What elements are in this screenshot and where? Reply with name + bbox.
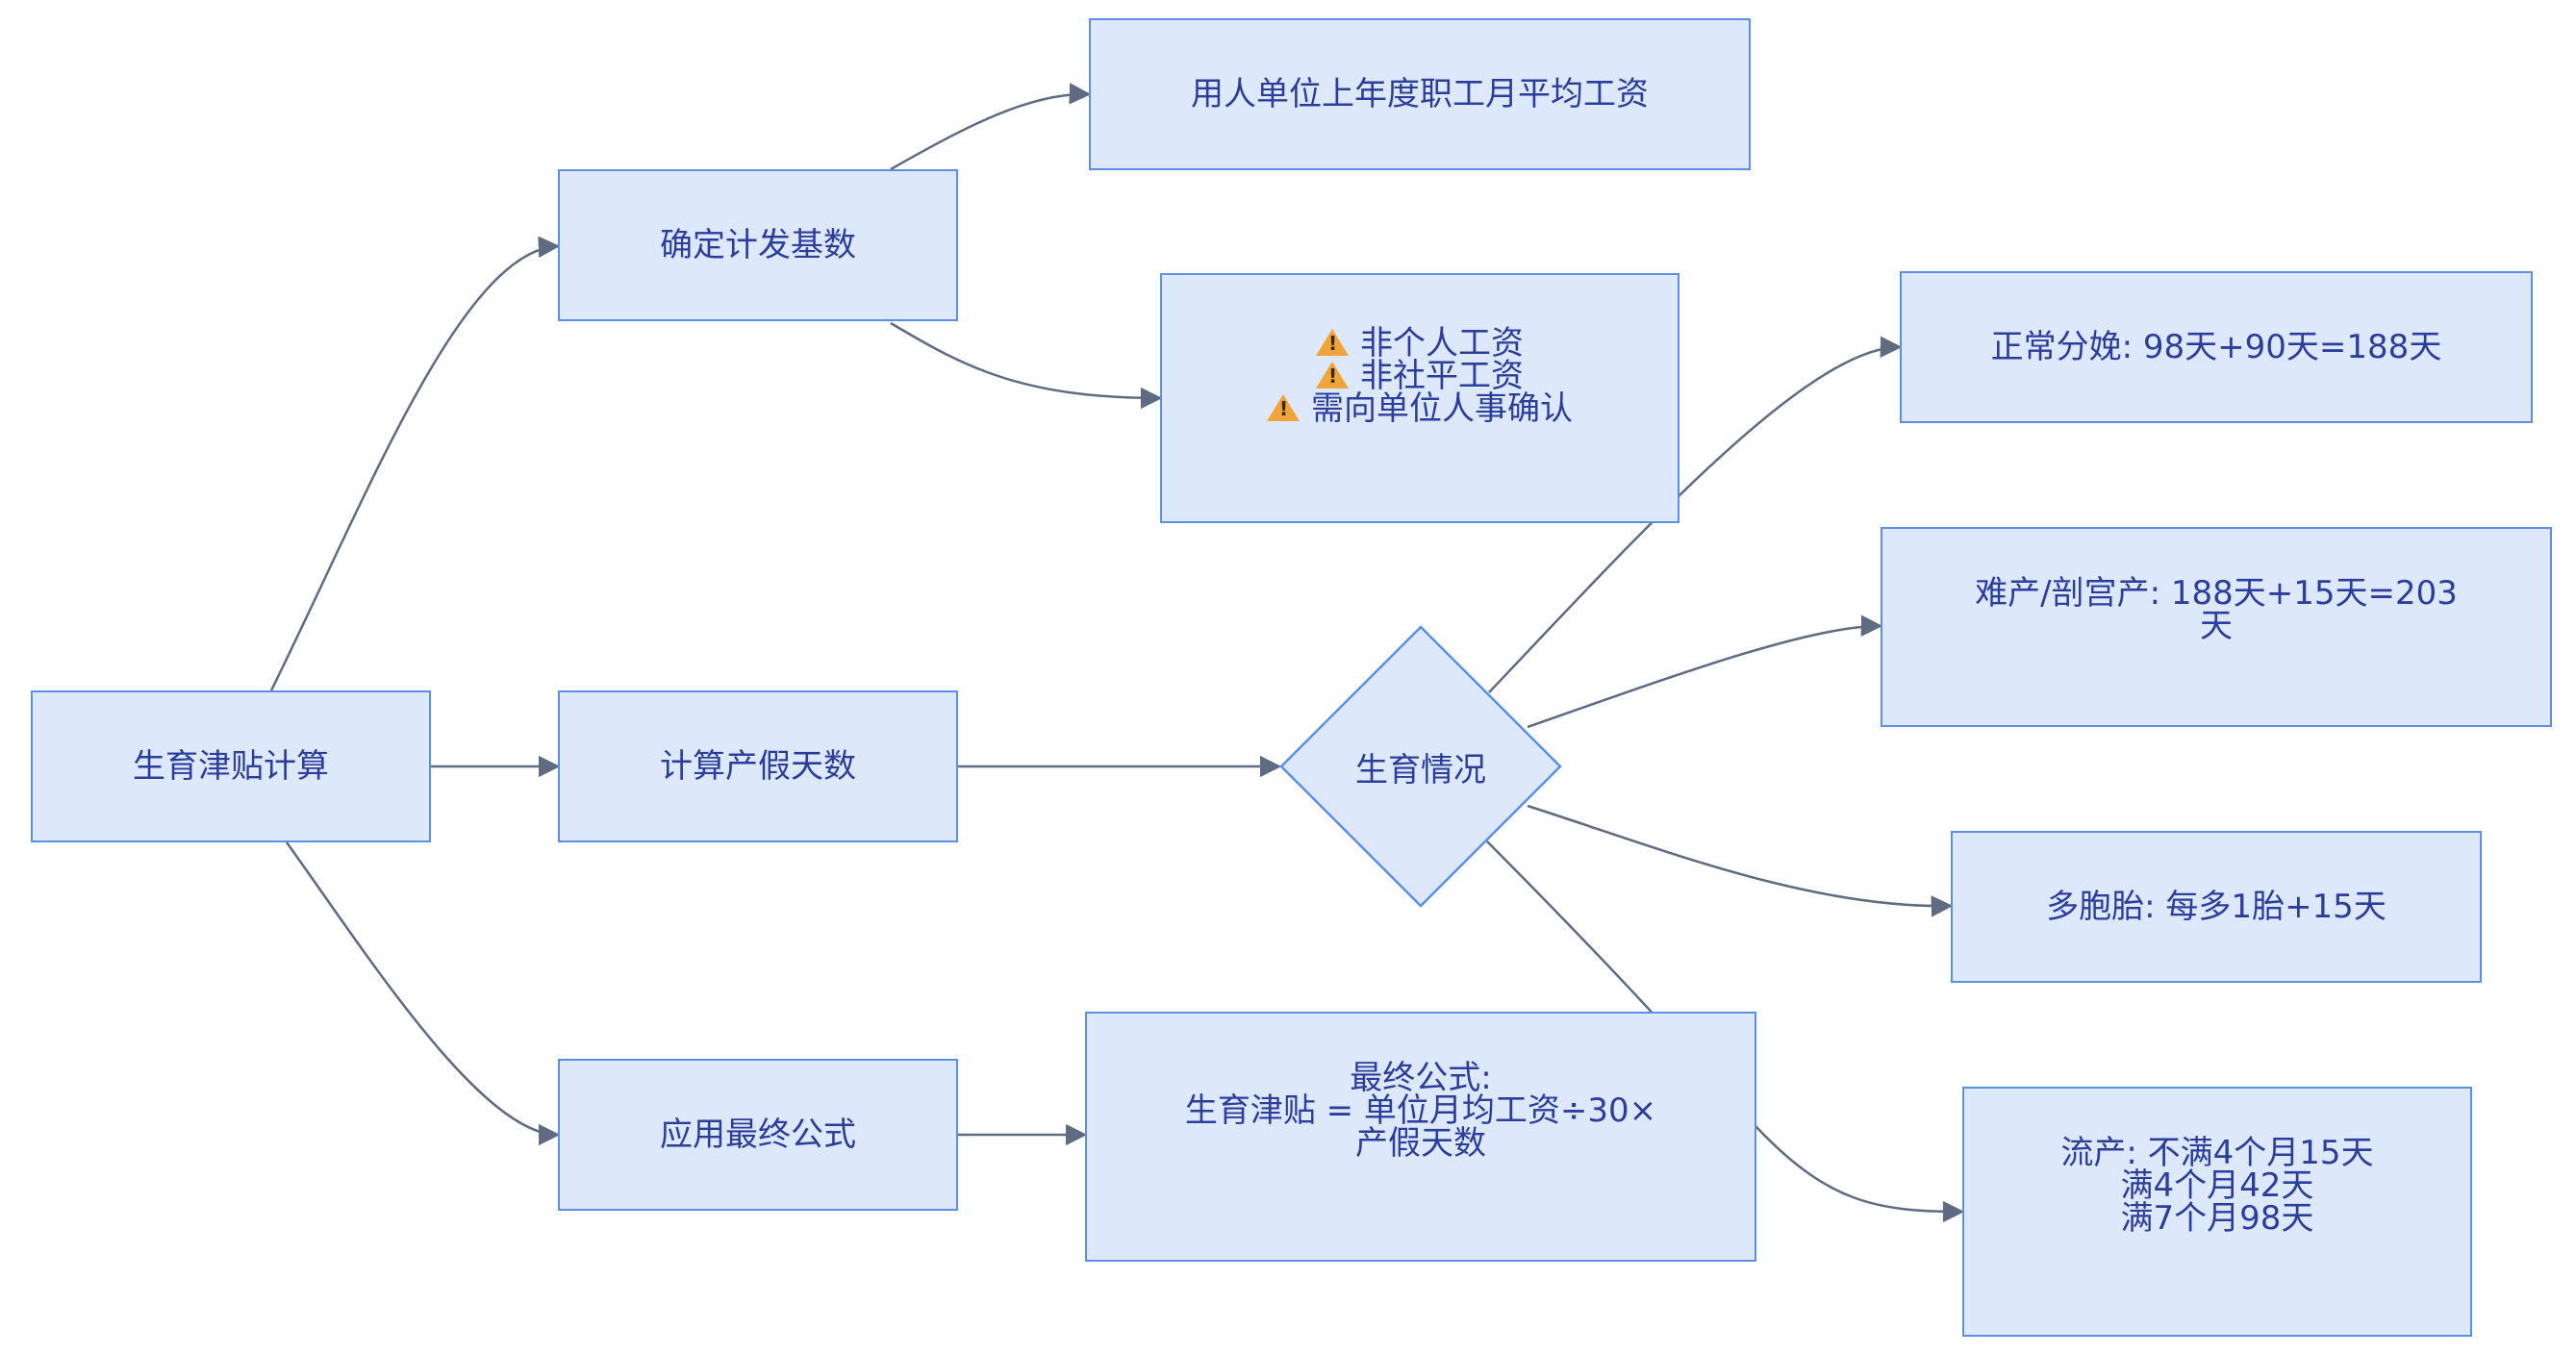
edge-root-to-formula — [285, 841, 561, 1146]
decision-diamond-shape — [1279, 625, 1562, 908]
edge-decision-to-normal — [1488, 336, 1903, 693]
final-formula-line-2: 生育津贴 = 单位月均工资÷30× — [1184, 1091, 1657, 1130]
difficult-line-2: 天 — [2200, 607, 2233, 645]
node-days-label: 计算产假天数 — [660, 747, 856, 786]
warning-icon — [1316, 362, 1349, 389]
edge-base-to-warnings — [890, 321, 1163, 410]
node-root[interactable]: 生育津贴计算 — [31, 690, 431, 842]
warning-line-3: 需向单位人事确认 — [1267, 392, 1573, 425]
node-formula-label: 应用最终公式 — [660, 1116, 856, 1154]
miscarriage-line-1: 流产: 不满4个月15天 — [2060, 1134, 2374, 1172]
edge-decision-to-multiple — [1527, 804, 1954, 917]
edge-base-to-avg-wage — [890, 83, 1092, 171]
difficult-line-1: 难产/剖宫产: 188天+15天=203 — [1975, 574, 2458, 613]
miscarriage-line-3: 满7个月98天 — [2120, 1199, 2314, 1238]
node-avg-wage[interactable]: 用人单位上年度职工月平均工资 — [1089, 18, 1751, 170]
node-decision[interactable]: 生育情况 — [1279, 625, 1562, 908]
node-normal[interactable]: 正常分娩: 98天+90天=188天 — [1900, 271, 2533, 423]
miscarriage-line-2: 满4个月42天 — [2120, 1166, 2314, 1205]
warning-line-1: 非个人工资 — [1316, 327, 1524, 360]
node-multiple[interactable]: 多胞胎: 每多1胎+15天 — [1951, 831, 2482, 983]
node-days[interactable]: 计算产假天数 — [558, 690, 958, 842]
warning-line-2: 非社平工资 — [1316, 360, 1524, 392]
edge-root-to-base — [269, 236, 561, 691]
warning-icon — [1316, 329, 1349, 356]
node-decision-label: 生育情况 — [1355, 750, 1486, 790]
node-base-label: 确定计发基数 — [660, 226, 856, 264]
node-base[interactable]: 确定计发基数 — [558, 169, 958, 321]
node-root-label: 生育津贴计算 — [133, 747, 329, 786]
node-final-formula[interactable]: 最终公式: 生育津贴 = 单位月均工资÷30× 产假天数 — [1085, 1012, 1756, 1262]
node-miscarriage[interactable]: 流产: 不满4个月15天 满4个月42天 满7个月98天 — [1962, 1087, 2472, 1337]
edge-decision-to-difficult — [1527, 614, 1883, 729]
warning-icon — [1267, 394, 1300, 421]
node-difficult[interactable]: 难产/剖宫产: 188天+15天=203 天 — [1881, 527, 2552, 727]
node-formula[interactable]: 应用最终公式 — [558, 1059, 958, 1211]
node-warnings[interactable]: 非个人工资 非社平工资 需向单位人事确认 — [1160, 273, 1679, 523]
node-avg-wage-label: 用人单位上年度职工月平均工资 — [1191, 75, 1649, 113]
node-multiple-label: 多胞胎: 每多1胎+15天 — [2046, 888, 2387, 926]
final-formula-line-3: 产假天数 — [1355, 1124, 1486, 1163]
node-normal-label: 正常分娩: 98天+90天=188天 — [1990, 328, 2442, 366]
final-formula-line-1: 最终公式: — [1350, 1059, 1492, 1097]
